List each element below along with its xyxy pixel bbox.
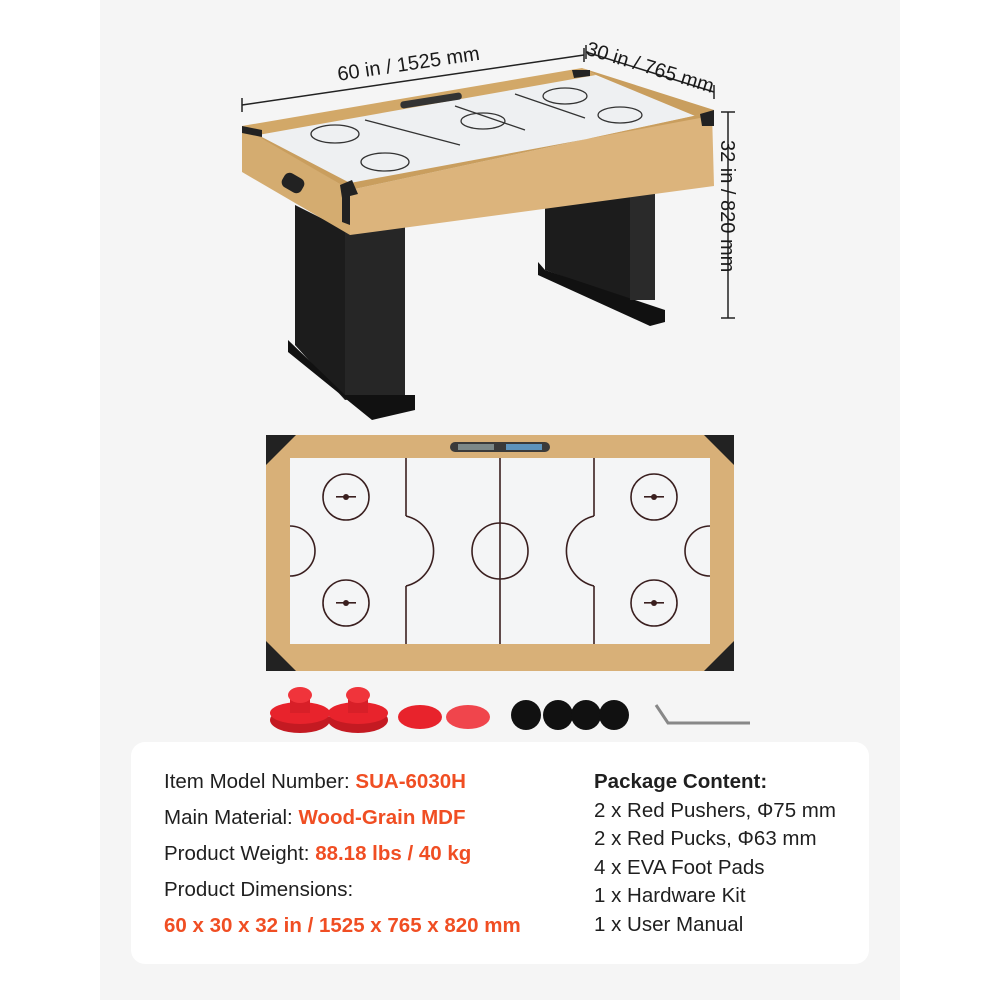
foot-pad-2 xyxy=(543,700,573,730)
red-puck-2 xyxy=(446,705,490,729)
package-item: 2 x Red Pushers, Φ75 mm xyxy=(594,799,836,822)
red-pusher-2 xyxy=(328,687,388,733)
height-dimension-label: 32 in / 820 mm xyxy=(716,140,738,273)
material-value: Wood-Grain MDF xyxy=(298,806,466,829)
material-row: Main Material: Wood-Grain MDF xyxy=(164,806,465,830)
dimensions-row-value: 60 x 30 x 32 in / 1525 x 765 x 820 mm xyxy=(164,914,521,937)
hex-key xyxy=(654,704,750,725)
package-item: 1 x User Manual xyxy=(594,913,744,936)
package-item: 4 x EVA Foot Pads xyxy=(594,856,765,879)
table-perspective-illustration xyxy=(241,45,735,420)
dimensions-row-label: Product Dimensions: xyxy=(164,878,354,901)
accessories-row xyxy=(270,687,750,733)
weight-row: Product Weight: 88.18 lbs / 40 kg xyxy=(164,842,471,866)
package-item: 1 x Hardware Kit xyxy=(594,884,746,907)
weight-value: 88.18 lbs / 40 kg xyxy=(315,842,472,865)
model-row: Item Model Number: SUA-6030H xyxy=(164,770,466,794)
material-label: Main Material: xyxy=(164,806,293,829)
weight-label: Product Weight: xyxy=(164,842,310,865)
package-item: 2 x Red Pucks, Φ63 mm xyxy=(594,827,817,850)
foot-pad-1 xyxy=(511,700,541,730)
table-top-view xyxy=(266,435,734,671)
package-title: Package Content: xyxy=(594,770,768,793)
model-value: SUA-6030H xyxy=(355,770,466,793)
foot-pad-3 xyxy=(571,700,601,730)
model-label: Item Model Number: xyxy=(164,770,350,793)
red-puck-1 xyxy=(398,705,442,729)
foot-pad-4 xyxy=(599,700,629,730)
spec-card xyxy=(131,742,869,964)
red-pusher-1 xyxy=(270,687,330,733)
